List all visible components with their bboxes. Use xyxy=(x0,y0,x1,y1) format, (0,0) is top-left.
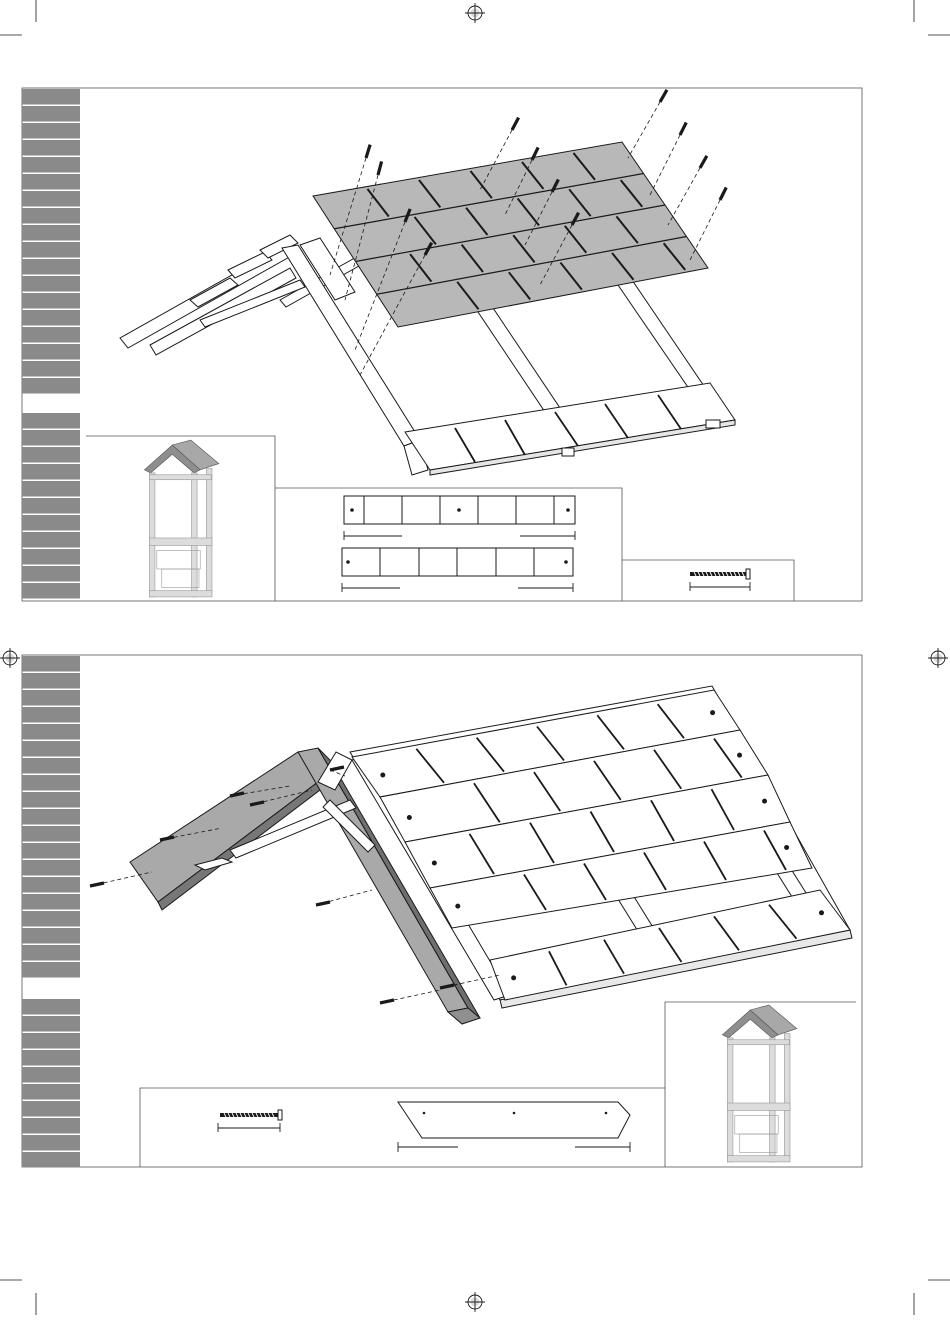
language-tab xyxy=(22,809,80,825)
crosshair-registration-icon xyxy=(465,1292,485,1312)
step-panel-lower xyxy=(22,655,862,1168)
screw-icon xyxy=(316,902,330,905)
language-tab xyxy=(22,707,80,723)
language-tab xyxy=(22,945,80,961)
language-tab xyxy=(22,1050,80,1066)
language-tab xyxy=(22,911,80,927)
screw-icon xyxy=(720,187,726,200)
language-tab-strip xyxy=(22,89,80,394)
language-tab xyxy=(22,378,80,394)
language-tab xyxy=(22,758,80,774)
language-tab xyxy=(22,583,80,599)
language-tab xyxy=(22,191,80,207)
screw-icon xyxy=(690,569,750,579)
language-tab xyxy=(22,860,80,876)
language-tab xyxy=(22,1101,80,1117)
dimension-line xyxy=(218,1123,280,1132)
language-tab xyxy=(22,464,80,480)
language-tab xyxy=(22,549,80,565)
language-tab xyxy=(22,344,80,360)
ridge-board-shape xyxy=(398,1102,630,1152)
screw-callout xyxy=(622,560,794,601)
language-tab-strip xyxy=(22,999,80,1168)
screw-icon xyxy=(380,1000,394,1003)
language-tab xyxy=(22,293,80,309)
board-shape-b xyxy=(342,548,573,576)
language-tab xyxy=(22,361,80,377)
dimension-line xyxy=(344,531,575,540)
screw-icon xyxy=(660,90,667,102)
tower-preview xyxy=(665,1002,856,1167)
language-tab xyxy=(22,106,80,122)
shingle-panel xyxy=(313,142,708,327)
language-tab-strip xyxy=(22,413,80,599)
language-tab xyxy=(22,724,80,740)
language-tab xyxy=(22,89,80,105)
crosshair-registration-icon xyxy=(465,3,485,23)
language-tab xyxy=(22,928,80,944)
language-tab xyxy=(22,481,80,497)
crosshair-registration-icon xyxy=(928,648,948,668)
language-tab xyxy=(22,140,80,156)
language-tab xyxy=(22,1152,80,1168)
language-tab xyxy=(22,174,80,190)
language-tab xyxy=(22,877,80,893)
language-tab xyxy=(22,566,80,582)
screw-icon xyxy=(680,122,686,135)
language-tab xyxy=(22,1118,80,1134)
board-shape-a xyxy=(344,496,575,524)
language-tab xyxy=(22,532,80,548)
language-tab xyxy=(22,208,80,224)
lower-shingle-board xyxy=(405,383,735,475)
step-panel-upper xyxy=(22,88,862,601)
screw-icon xyxy=(90,883,104,886)
screw-icon xyxy=(700,156,707,168)
language-tab xyxy=(22,413,80,429)
dimension-line xyxy=(398,1142,630,1152)
language-tab xyxy=(22,792,80,808)
tower-preview xyxy=(86,436,275,601)
language-tab xyxy=(22,310,80,326)
language-tab-strip xyxy=(22,656,80,978)
screw-icon xyxy=(378,161,382,175)
language-tab xyxy=(22,673,80,689)
language-tab xyxy=(22,894,80,910)
language-tab xyxy=(22,259,80,275)
language-tab xyxy=(22,656,80,672)
crosshair-registration-icon xyxy=(0,648,20,668)
language-tab xyxy=(22,1084,80,1100)
language-tab xyxy=(22,276,80,292)
language-tab xyxy=(22,447,80,463)
language-tab xyxy=(22,498,80,514)
language-tab xyxy=(22,157,80,173)
language-tab xyxy=(22,999,80,1015)
language-tab xyxy=(22,690,80,706)
language-tab xyxy=(22,962,80,978)
language-tab xyxy=(22,430,80,446)
board-dimension-panel xyxy=(275,488,622,601)
language-tab xyxy=(22,1135,80,1151)
language-tab xyxy=(22,242,80,258)
language-tab xyxy=(22,843,80,859)
screw-icon xyxy=(220,1110,282,1120)
screw-icon xyxy=(512,118,519,130)
language-tab xyxy=(22,1016,80,1032)
language-tab xyxy=(22,741,80,757)
screw-icon xyxy=(366,145,370,158)
language-tab xyxy=(22,775,80,791)
language-tab xyxy=(22,225,80,241)
dimension-line xyxy=(342,583,573,592)
language-tab xyxy=(22,123,80,139)
language-tab xyxy=(22,1067,80,1083)
language-tab xyxy=(22,1033,80,1049)
language-tab xyxy=(22,327,80,343)
language-tab xyxy=(22,826,80,842)
language-tab xyxy=(22,515,80,531)
dimension-line xyxy=(690,582,750,591)
